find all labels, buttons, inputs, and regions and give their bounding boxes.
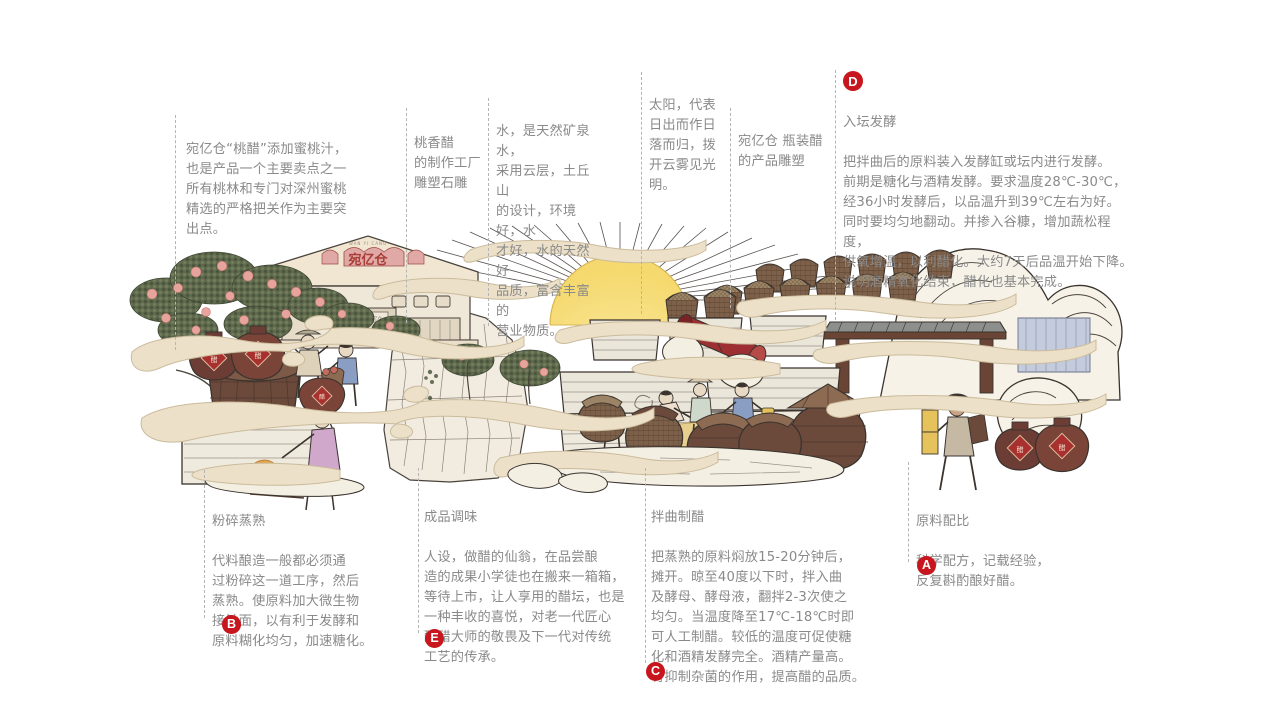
annotation-factory-sculpture-body: 桃香醋 的制作工厂 雕塑石雕 xyxy=(414,136,481,191)
marker-c[interactable]: C xyxy=(646,662,665,681)
annotation-jar-fermentation-title: 入坛发酵 xyxy=(843,115,897,130)
annotation-jar-fermentation-body: 把拌曲后的原料装入发酵缸或坛内进行发酵。 前期是糖化与酒精发酵。要求温度28℃-… xyxy=(843,155,1133,290)
annotation-mix-qu-make-vinegar: 拌曲制醋 把蒸熟的原料焖放15-20分钟后， 摊开。晾至40度以下时，拌入曲 及… xyxy=(651,488,869,688)
svg-text:醋: 醋 xyxy=(1059,443,1066,452)
svg-text:宛亿仓: 宛亿仓 xyxy=(347,252,388,268)
annotation-water-source: 水，是天然矿泉水， 采用云层，土丘山 的设计，环境好，水 才好，水的天然好 品质… xyxy=(496,102,602,342)
annotation-jar-fermentation: 入坛发酵 把拌曲后的原料装入发酵缸或坛内进行发酵。 前期是糖化与酒精发酵。要求温… xyxy=(843,93,1133,293)
annotation-peach-vinegar-body: 宛亿仓“桃醋”添加蜜桃汁， 也是产品一个主要卖点之一 所有桃林和专门对深州蜜桃 … xyxy=(186,142,348,237)
svg-text:醋: 醋 xyxy=(255,351,262,360)
annotation-bottle-sculpture-body: 宛亿仓 瓶装醋 的产品雕塑 xyxy=(738,134,823,169)
annotation-finished-flavor-title: 成品调味 xyxy=(424,510,478,525)
worker-cart-blue: 醋 xyxy=(298,342,359,416)
leader-line-sun-meaning xyxy=(641,72,642,314)
sealed-vinegar-jars-right: 醋 醋 xyxy=(994,417,1090,472)
marker-d[interactable]: D xyxy=(843,71,863,91)
annotation-finished-flavor: 成品调味 人设，做醋的仙翁，在品尝酿 造的成果小学徒也在搬来一箱箱， 等待上市，… xyxy=(424,488,642,668)
annotation-raw-material-ratio: 原料配比 科学配方，记载经验， 反复斟酌酿好醋。 xyxy=(916,492,1096,592)
annotation-crush-steam-body: 代料酿造一般都必须通 过粉碎这一道工序，然后 蒸熟。使原料加大微生物 接触面，以… xyxy=(212,554,373,649)
leader-line-crush-steam xyxy=(204,470,205,618)
svg-text:醋: 醋 xyxy=(211,355,218,364)
annotation-raw-material-body: 科学配方，记载经验， 反复斟酌酿好醋。 xyxy=(916,554,1050,589)
annotation-sun-meaning: 太阳，代表 日出而作日 落而归，拨 开云雾见光明。 xyxy=(649,76,729,196)
annotation-mix-qu-title: 拌曲制醋 xyxy=(651,510,705,525)
annotation-crush-steam: 粉碎蒸熟 代料酿造一般都必须通 过粉碎这一道工序，然后 蒸熟。使原料加大微生物 … xyxy=(212,492,432,652)
annotation-water-source-body: 水，是天然矿泉水， 采用云层，土丘山 的设计，环境好，水 才好，水的天然好 品质… xyxy=(496,124,590,339)
leader-line-jar-fermentation xyxy=(835,70,836,320)
annotation-sun-meaning-body: 太阳，代表 日出而作日 落而归，拨 开云雾见光明。 xyxy=(649,98,716,193)
leader-line-mix-qu xyxy=(645,468,646,663)
leader-line-factory-sculpture xyxy=(406,108,407,323)
svg-text:WAN YI CANG: WAN YI CANG xyxy=(349,241,387,246)
svg-text:醋: 醋 xyxy=(319,393,325,401)
annotation-factory-sculpture: 桃香醋 的制作工厂 雕塑石雕 xyxy=(414,114,492,194)
annotation-crush-steam-title: 粉碎蒸熟 xyxy=(212,514,266,529)
leader-line-peach-vinegar xyxy=(175,115,176,350)
annotation-mix-qu-body: 把蒸熟的原料焖放15-20分钟后， 摊开。晾至40度以下时，拌入曲 及酵母、酵母… xyxy=(651,550,866,685)
marker-a[interactable]: A xyxy=(917,556,936,575)
scattered-stones xyxy=(507,463,608,493)
leader-line-water-source xyxy=(488,98,489,326)
annotation-bottle-sculpture: 宛亿仓 瓶装醋 的产品雕塑 xyxy=(738,112,834,172)
cloud-ribbons xyxy=(130,239,1107,486)
leader-line-finished-flavor xyxy=(418,468,419,633)
leader-line-bottle-sculpture xyxy=(730,108,731,308)
marker-b[interactable]: B xyxy=(222,615,241,634)
annotation-finished-flavor-body: 人设，做醋的仙翁，在品尝酿 造的成果小学徒也在搬来一箱箱， 等待上市，让人享用的… xyxy=(424,550,625,665)
marker-e[interactable]: E xyxy=(425,629,444,648)
brand-sign: 宛亿仓 WAN YI CANG xyxy=(321,241,425,268)
annotation-raw-material-title: 原料配比 xyxy=(916,514,970,529)
svg-text:醋: 醋 xyxy=(1017,445,1024,454)
annotation-peach-vinegar: 宛亿仓“桃醋”添加蜜桃汁， 也是产品一个主要卖点之一 所有桃林和专门对深州蜜桃 … xyxy=(186,120,400,240)
leader-line-raw-material xyxy=(908,462,909,562)
